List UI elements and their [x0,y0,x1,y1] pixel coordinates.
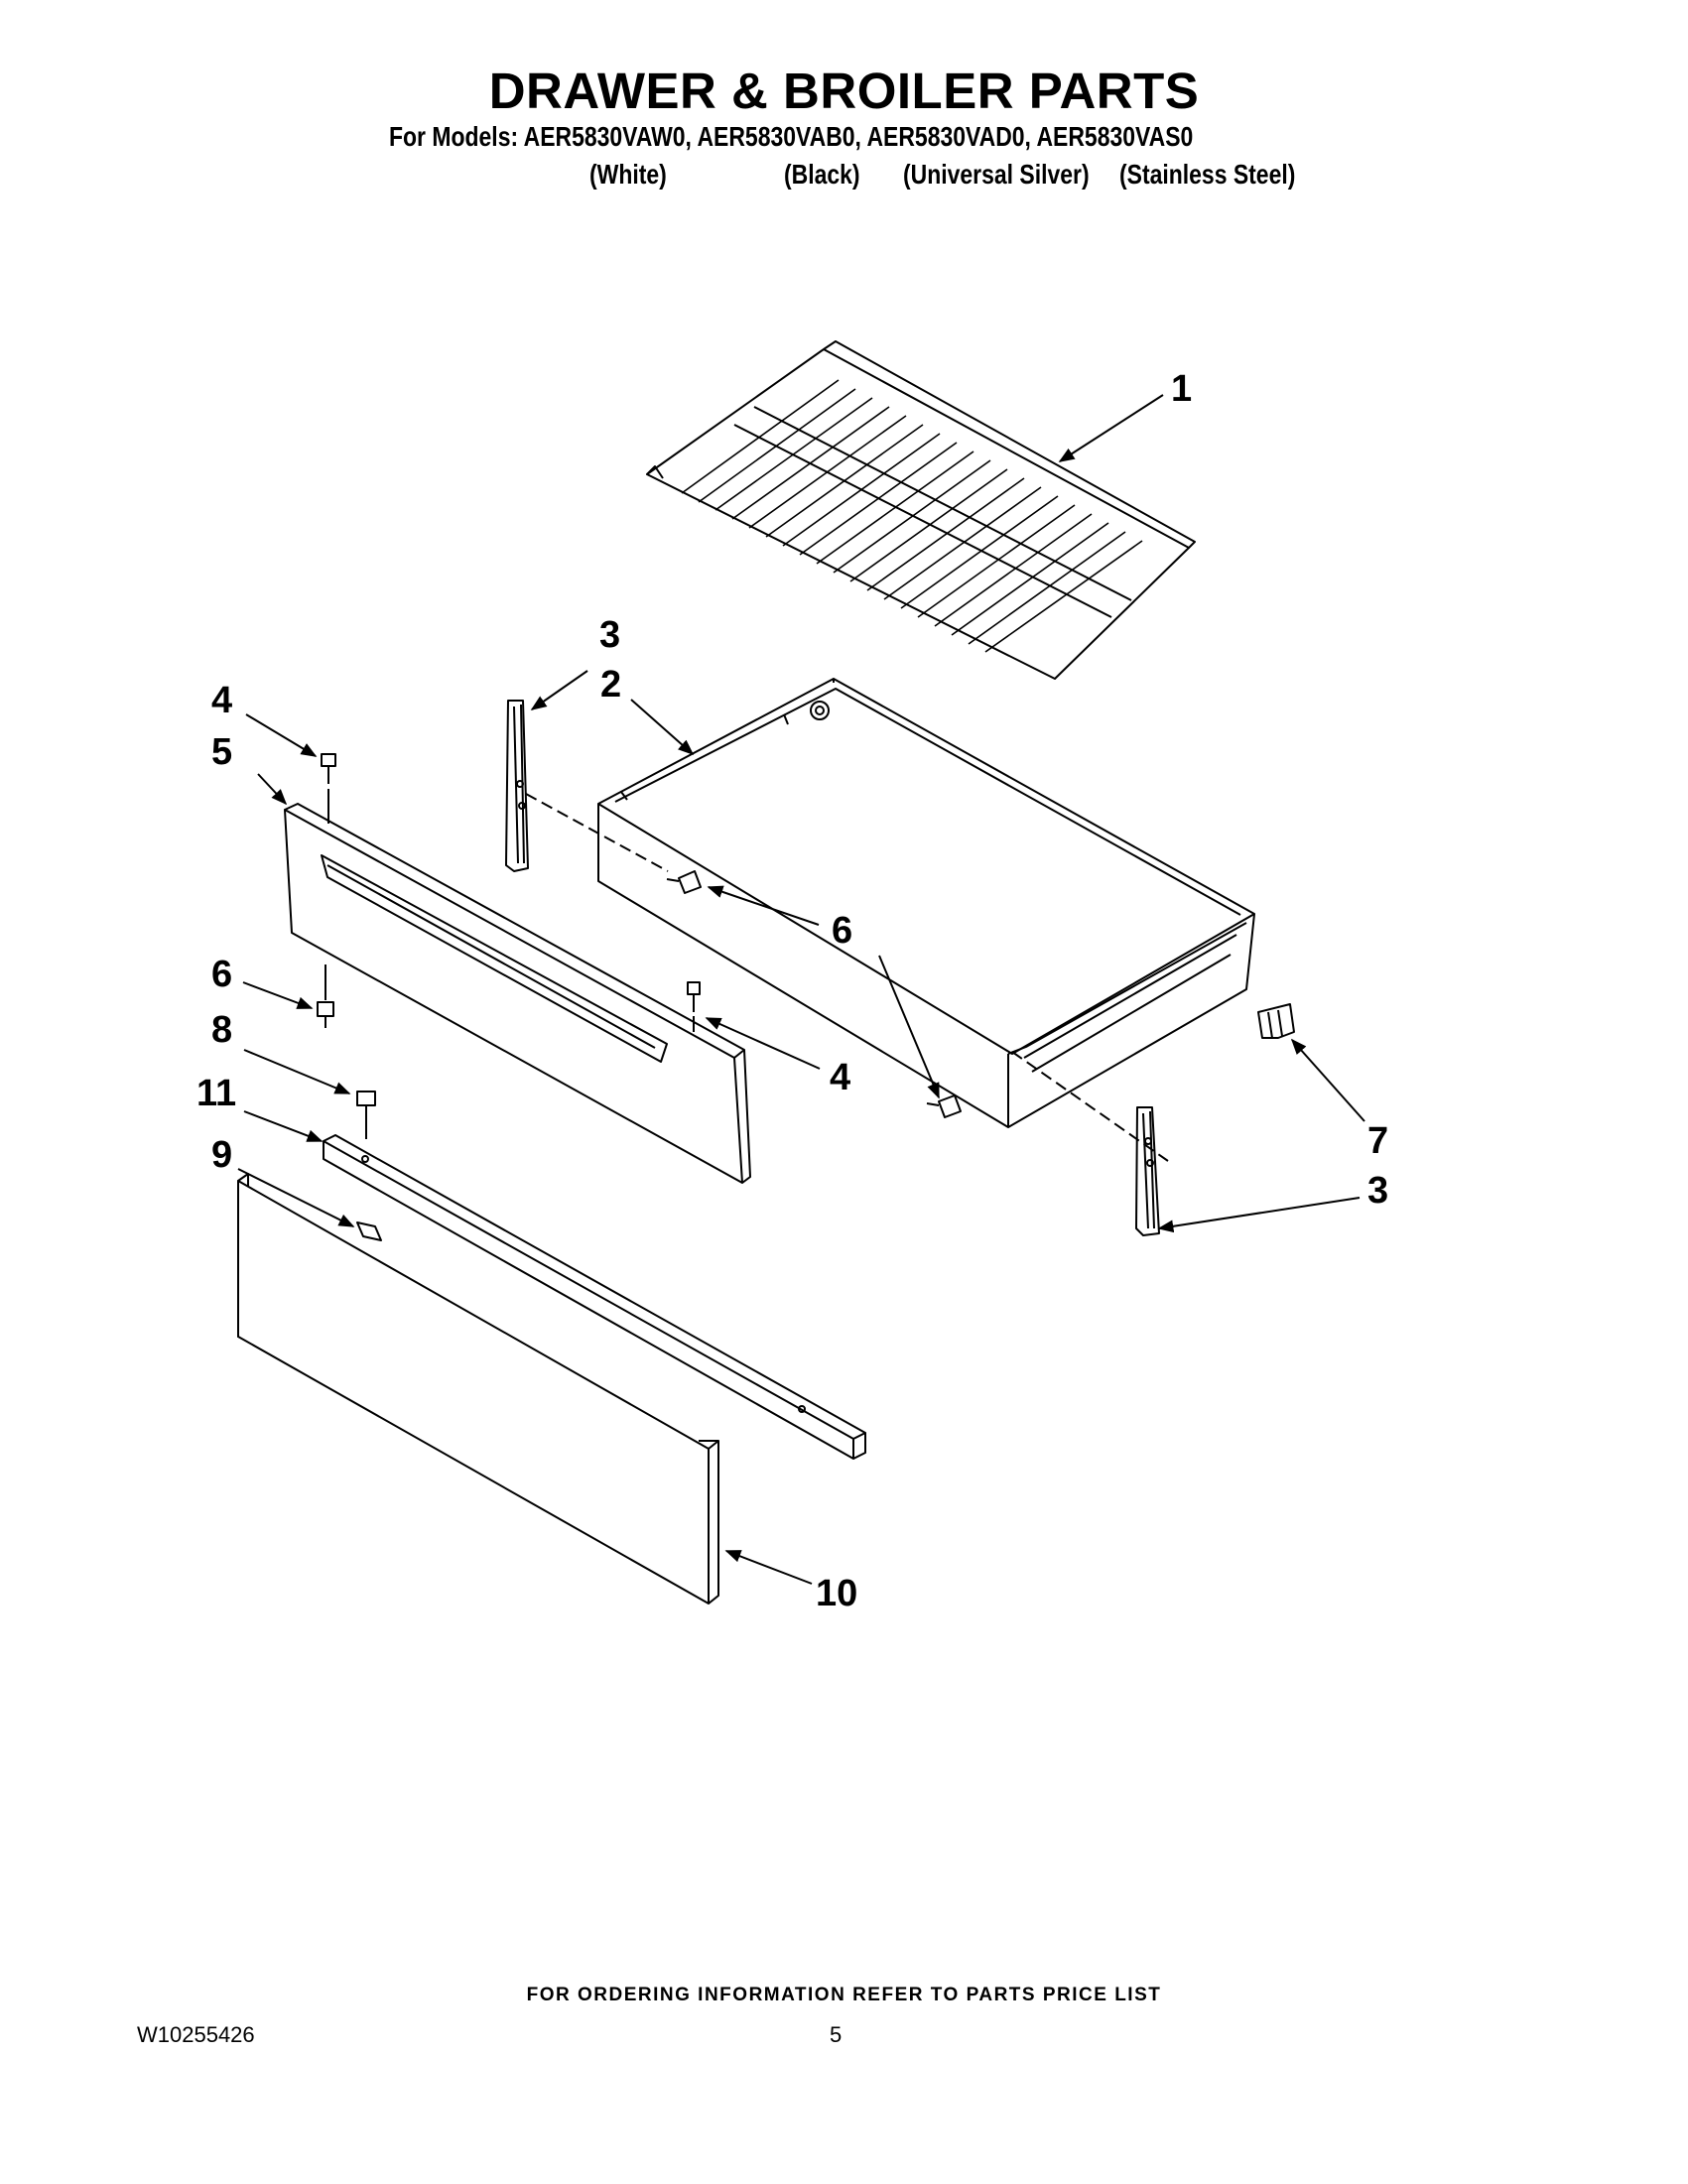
broiler-rack [646,340,1196,680]
page-number: 5 [830,2022,843,2047]
screw-part8 [356,1091,376,1139]
screw-part4-right [687,981,701,1032]
callout-6-left: 6 [211,954,232,995]
drawer-slide-right [1135,1106,1160,1236]
variant-black: (Black) [784,159,860,190]
document-number: W10255426 [137,2022,255,2047]
models-line: For Models: AER5830VAW0, AER5830VAB0, AE… [389,121,1194,152]
ordering-note: FOR ORDERING INFORMATION REFER TO PARTS … [526,1985,1162,2005]
drawer-slide-left [505,700,529,872]
callout-7: 7 [1367,1120,1388,1162]
slide-hidden-line-right [1011,1051,1169,1162]
rear-bracket [1257,1003,1295,1039]
callout-4-right: 4 [830,1057,850,1098]
variant-stainless-steel: (Stainless Steel) [1119,159,1296,190]
callout-4-left: 4 [211,680,232,721]
drawer-body [597,678,1255,1128]
panel-clip [356,1221,382,1241]
callout-5: 5 [211,731,232,773]
drawer-panel [237,1173,719,1605]
bracket-bar [323,1134,866,1460]
callout-6-center: 6 [832,910,852,952]
drawer-front-panel [284,803,751,1184]
screw-part6-drawer-right [926,1094,962,1118]
callout-11: 11 [196,1073,236,1114]
callout-9: 9 [211,1134,232,1176]
slide-hidden-line-left [525,793,669,872]
page-title: DRAWER & BROILER PARTS [488,63,1200,119]
callout-3-bottom: 3 [1367,1170,1388,1212]
callout-arrows [237,394,1365,1585]
variant-white: (White) [589,159,667,190]
callout-8: 8 [211,1009,232,1051]
callout-2: 2 [600,664,621,706]
screw-part4-top [321,753,336,824]
screw-part6-drawer-left [666,870,702,894]
screw-part6-left [317,964,334,1028]
callout-10: 10 [816,1573,857,1614]
callout-3-top: 3 [599,614,620,656]
callout-1: 1 [1171,368,1192,410]
variant-universal-silver: (Universal Silver) [903,159,1090,190]
